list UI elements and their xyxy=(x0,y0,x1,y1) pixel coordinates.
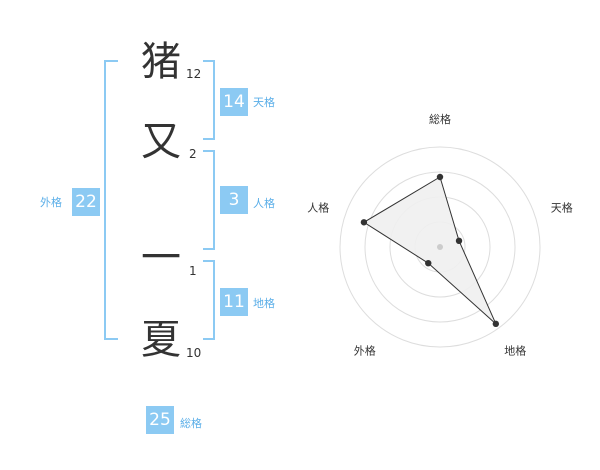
radar-point-2 xyxy=(455,237,463,245)
radar-center-point xyxy=(437,244,443,250)
stroke-count-3: 1 xyxy=(189,264,197,278)
jinkaku-score: 3 xyxy=(220,186,248,214)
radar-ring xyxy=(364,171,516,323)
chikaku-label: 地格 xyxy=(253,297,275,310)
radar-point-3 xyxy=(492,320,500,328)
radar-polygon xyxy=(362,176,497,325)
stroke-count-4: 10 xyxy=(186,346,202,360)
soukaku-score: 25 xyxy=(146,406,174,434)
tenkaku-score: 14 xyxy=(220,88,248,116)
radar-point-5 xyxy=(360,219,368,226)
radar-ring xyxy=(339,146,541,348)
tenkaku-label: 天格 xyxy=(253,96,275,109)
name-char-3: 一 xyxy=(141,235,181,281)
jinkaku-bracket xyxy=(203,150,215,250)
soukaku-label: 総格 xyxy=(180,417,202,430)
radar-axis-label-1: 総格 xyxy=(429,112,451,126)
radar-axis-label-3: 地格 xyxy=(504,344,526,358)
chikaku-bracket xyxy=(203,260,215,340)
chikaku-score: 11 xyxy=(220,288,248,316)
gaikaku-score: 22 xyxy=(72,188,100,216)
tenkaku-bracket xyxy=(203,60,215,140)
name-char-4: 夏 xyxy=(141,317,181,363)
name-char-2: 又 xyxy=(141,119,181,165)
gaikaku-bracket xyxy=(104,60,118,340)
gaikaku-label: 外格 xyxy=(40,196,62,209)
stroke-count-2: 2 xyxy=(189,147,197,161)
radar-point-1 xyxy=(436,173,444,181)
radar-axis-label-4: 外格 xyxy=(354,344,376,358)
radar-axis-label-2: 天格 xyxy=(551,200,573,214)
radar-series xyxy=(360,173,500,328)
name-char-1: 猪 xyxy=(141,39,181,85)
jinkaku-label: 人格 xyxy=(253,197,275,210)
stroke-count-1: 12 xyxy=(186,67,202,81)
radar-point-4 xyxy=(425,259,432,267)
radar-axis-label-5: 人格 xyxy=(307,200,329,214)
